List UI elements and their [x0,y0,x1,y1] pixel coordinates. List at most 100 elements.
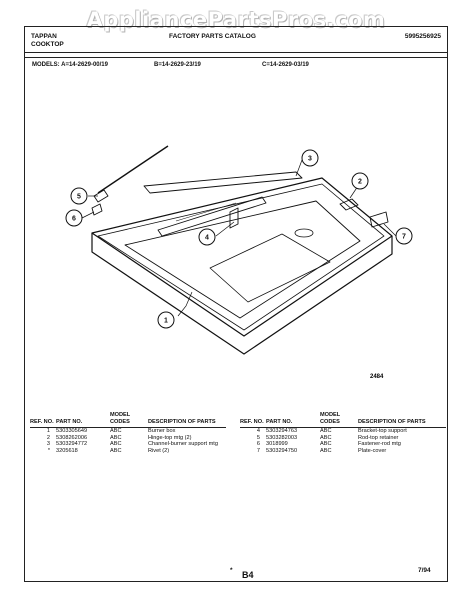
model-codes-cell: ABC [320,434,332,441]
leader-7 [383,223,397,237]
part-number-cell: 5308262006 [56,434,88,441]
col-ref-header: REF. NO. [30,412,56,429]
catalog-title: FACTORY PARTS CATALOG [169,33,256,40]
catalog-number: 5995256925 [404,33,441,40]
part-number-cell: 5303294772 [56,441,88,448]
model-b: B=14-2629-23/19 [154,62,201,68]
description-cell: Rod-top retainer [358,434,399,441]
table-row: 7 5303294750 ABC Plate-cover [240,448,446,455]
callout-2-circle [351,172,369,190]
model-a: MODELS: A=14-2629-00/19 [32,62,108,68]
channel-support-upper [143,171,303,194]
ref-cell: 1 [46,428,50,435]
model-codes-cell: ABC [320,447,332,454]
ref-cell: 6 [256,441,260,448]
model-codes-cell: ABC [110,441,122,448]
table-row: 6 3018999 ABC Fastener-rod mtg [240,441,446,448]
page-number: B4 [242,570,254,580]
part-number-cell: 5303294763 [266,428,298,435]
table-row: 5 5303282003 ABC Rod-top retainer [240,435,446,442]
model-codes-cell: ABC [110,428,122,435]
ref-cell: 2 [46,434,50,441]
watermark-text: AppliancePartsPros.com [86,8,386,32]
ref-cell: 3 [46,441,50,448]
callout-3-label: 3 [308,156,312,163]
table-row: * 3205618 ABC Rivet (2) [30,448,226,455]
callout-1-label: 1 [164,318,168,325]
parts-table-right: REF. NO. PART NO. MODEL CODES DESCRIPTIO… [240,412,446,455]
channel-support-lower [157,196,267,237]
footer-star: * [230,567,233,574]
part-number-cell: 5303305649 [56,428,88,435]
hinge-top-mtg [339,198,359,211]
burner-hole [294,228,314,238]
ref-cell: 7 [256,447,260,454]
col-part-header: PART NO. [56,412,110,429]
table-row: 3 5303294772 ABC Channel-burner support mtg [30,441,226,448]
ref-cell: 5 [256,434,260,441]
callout-5-label: 5 [77,194,81,201]
description-cell: Plate-cover [358,447,387,454]
part-number-cell: 5303294750 [266,447,298,454]
figure-number: 2484 [370,374,384,380]
col-model-header: MODEL CODES [320,412,358,429]
leader-3 [295,159,303,177]
brand-line-2: COOKTOP [31,40,64,48]
brand-line-1: TAPPAN [31,33,57,40]
model-codes-cell: ABC [110,434,122,441]
leader-1 [177,291,193,317]
rod-end [93,189,109,203]
part-number-cell: 3018999 [266,441,288,448]
callout-4-circle [198,228,216,246]
col-model-header: MODEL CODES [110,412,148,429]
rod-top-retainer [97,145,169,194]
callout-2-label: 2 [358,179,362,186]
table-row: 1 5303305649 ABC Burner box [30,428,226,435]
inner-panel [209,233,331,303]
description-cell: Burner box [148,428,176,435]
burner-box-outline [91,177,393,337]
part-number-cell: 3205618 [56,447,78,454]
catalog-page: TAPPAN COOKTOP FACTORY PARTS CATALOG 599… [24,26,448,582]
col-desc-header: DESCRIPTION OF PARTS [358,412,446,429]
table-row: 4 5303294763 ABC Bracket-top support [240,428,446,435]
burner-box-lip [97,183,385,331]
table-row: 2 5308262006 ABC Hinge-top mtg (2) [30,435,226,442]
col-part-header: PART NO. [266,412,320,429]
col-ref-header: REF. NO. [240,412,266,429]
revision-date: 7/94 [418,567,431,574]
header-rule [25,52,447,53]
description-cell: Channel-burner support mtg [148,441,218,448]
model-codes-cell: ABC [320,441,332,448]
channel-support-lower-detail [175,202,237,222]
description-cell: Fastener-rod mtg [358,441,401,448]
description-cell: Rivet (2) [148,447,170,454]
bracket-top-support [229,207,239,229]
model-c: C=14-2629-03/19 [262,62,309,68]
callout-6-circle [65,209,83,227]
callout-4-label: 4 [205,235,209,242]
callout-5-circle [70,187,88,205]
callout-3-circle [301,149,319,167]
model-codes-cell: ABC [110,447,122,454]
plate-cover [369,211,389,228]
description-cell: Bracket-top support [358,428,407,435]
model-codes-cell: ABC [320,428,332,435]
callout-6-label: 6 [72,216,76,223]
burner-box-front [91,233,393,355]
ref-cell: * [47,447,50,454]
description-cell: Hinge-top mtg (2) [148,434,192,441]
col-desc-header: DESCRIPTION OF PARTS [148,412,226,429]
leader-4 [215,221,235,237]
parts-table-left: REF. NO. PART NO. MODEL CODES DESCRIPTIO… [30,412,226,455]
ref-cell: 4 [256,428,260,435]
burner-box-inner [124,200,361,319]
callout-7-label: 7 [402,234,406,241]
callout-7-circle [395,227,413,245]
callout-1-circle [157,311,175,329]
leader-6 [81,211,95,219]
part-number-cell: 5303282003 [266,434,298,441]
brand-block: TAPPAN COOKTOP [31,33,64,48]
fastener-rod-mtg [91,203,103,216]
